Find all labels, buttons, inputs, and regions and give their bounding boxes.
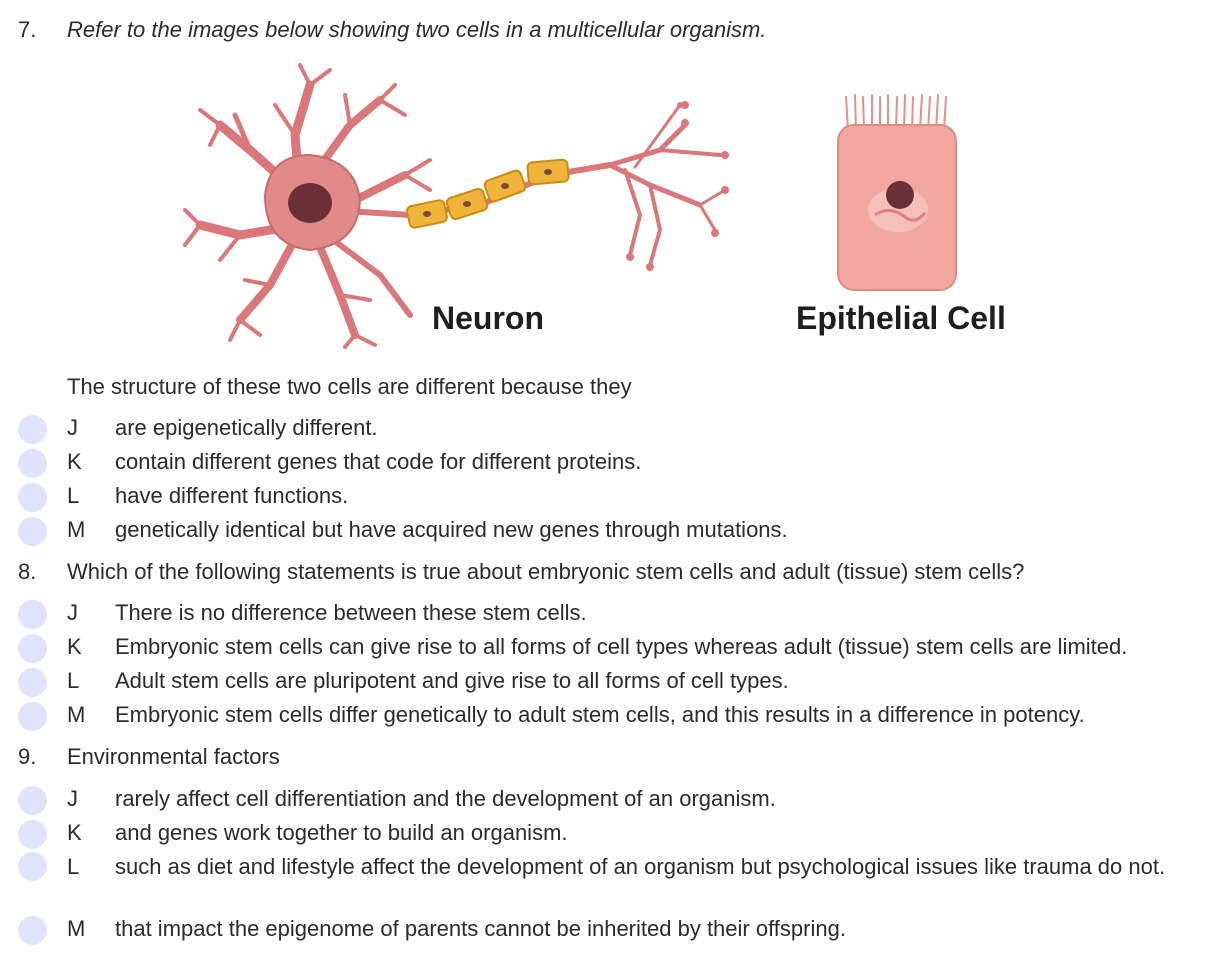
q7-option-k-radio[interactable] [18,449,47,478]
q9-option-k-text: and genes work together to build an orga… [115,820,568,845]
q8-option-k-text: Embryonic stem cells can give rise to al… [115,634,1128,659]
q7-option-k-letter: K [67,449,82,474]
neuron-caption: Neuron [432,300,544,336]
epithelial-cell-illustration [837,94,957,291]
q8-option-l-radio[interactable] [18,668,47,697]
question-8-stem: Which of the following statements is tru… [67,559,1025,584]
neuron-illustration [183,63,729,349]
question-9-number: 9. [18,744,37,769]
q8-option-k-radio[interactable] [18,634,47,663]
q8-option-k-letter: K [67,634,82,659]
q8-option-m-radio[interactable] [18,702,47,731]
q9-option-j-text: rarely affect cell differentiation and t… [115,786,776,811]
question-8-number: 8. [18,559,37,584]
q7-option-l-text: have different functions. [115,483,349,508]
q7-option-j-letter: J [67,415,78,440]
q7-option-l-letter: L [67,483,80,508]
q9-option-l-text: such as diet and lifestyle affect the de… [115,854,1166,879]
q8-option-l-letter: L [67,668,80,693]
q9-option-m-letter: M [67,916,86,941]
question-9-stem: Environmental factors [67,744,280,769]
q7-option-k-text: contain different genes that code for di… [115,449,642,474]
epithelial-cell-caption: Epithelial Cell [796,300,1006,336]
question-7-stem: Refer to the images below showing two ce… [67,17,767,42]
question-7-prompt: The structure of these two cells are dif… [67,374,632,399]
q8-option-l-text: Adult stem cells are pluripotent and giv… [115,668,789,693]
q7-option-m-letter: M [67,517,86,542]
q8-option-j-text: There is no difference between these ste… [115,600,587,625]
q9-option-k-radio[interactable] [18,820,47,849]
q9-option-k-letter: K [67,820,82,845]
q8-option-j-letter: J [67,600,78,625]
q9-option-j-radio[interactable] [18,786,47,815]
q7-option-m-radio[interactable] [18,517,47,546]
q7-option-m-text: genetically identical but have acquired … [115,517,788,542]
q9-option-j-letter: J [67,786,78,811]
question-7-number: 7. [18,17,37,42]
q7-option-l-radio[interactable] [18,483,47,512]
q9-option-l-radio[interactable] [18,852,47,881]
q9-option-l-letter: L [67,854,80,879]
q8-option-m-text: Embryonic stem cells differ genetically … [115,702,1085,727]
q7-option-j-text: are epigenetically different. [115,415,378,440]
q7-option-j-radio[interactable] [18,415,47,444]
q9-option-m-text: that impact the epigenome of parents can… [115,916,846,941]
q9-option-m-radio[interactable] [18,916,47,945]
q8-option-j-radio[interactable] [18,600,47,629]
q8-option-m-letter: M [67,702,86,727]
